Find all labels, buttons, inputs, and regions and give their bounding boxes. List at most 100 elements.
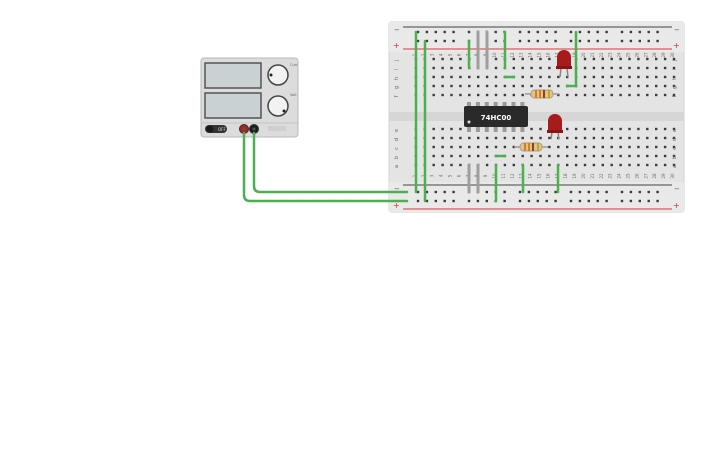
terminal-hole[interactable] xyxy=(468,84,471,88)
rail-bottom-plus-hole[interactable] xyxy=(554,199,557,203)
terminal-hole[interactable] xyxy=(574,163,578,167)
rail-top-plus-hole[interactable] xyxy=(647,39,650,43)
terminal-hole[interactable] xyxy=(485,154,489,158)
terminal-hole[interactable] xyxy=(610,163,613,167)
terminal-hole[interactable] xyxy=(619,84,622,88)
terminal-hole[interactable] xyxy=(512,66,515,70)
terminal-hole[interactable] xyxy=(637,154,640,158)
rail-top-plus-hole[interactable] xyxy=(518,39,522,43)
terminal-hole[interactable] xyxy=(583,75,587,79)
terminal-hole[interactable] xyxy=(432,75,435,79)
terminal-hole[interactable] xyxy=(459,163,462,167)
rail-bottom-minus-hole[interactable] xyxy=(647,190,650,194)
rail-bottom-plus-hole[interactable] xyxy=(578,199,582,203)
rail-top-minus-hole[interactable] xyxy=(545,30,548,34)
terminal-hole[interactable] xyxy=(441,93,444,97)
rail-top-minus-hole[interactable] xyxy=(452,30,455,34)
rail-top-plus-hole[interactable] xyxy=(536,39,539,43)
terminal-hole[interactable] xyxy=(655,84,658,88)
terminal-hole[interactable] xyxy=(672,136,676,140)
terminal-hole[interactable] xyxy=(494,145,498,149)
terminal-hole[interactable] xyxy=(432,145,435,149)
terminal-hole[interactable] xyxy=(601,84,604,88)
rail-top-plus-hole[interactable] xyxy=(587,39,590,43)
terminal-hole[interactable] xyxy=(663,136,667,140)
terminal-hole[interactable] xyxy=(450,84,453,88)
terminal-hole[interactable] xyxy=(530,136,533,140)
rail-top-plus-hole[interactable] xyxy=(605,39,608,43)
rail-bottom-minus-hole[interactable] xyxy=(596,190,599,194)
terminal-hole[interactable] xyxy=(646,145,649,149)
terminal-hole[interactable] xyxy=(557,93,560,97)
terminal-hole[interactable] xyxy=(566,145,569,149)
supply-wire-negative[interactable] xyxy=(242,131,409,203)
rail-bottom-plus-hole[interactable] xyxy=(476,199,480,203)
terminal-hole[interactable] xyxy=(592,57,596,61)
rail-bottom-minus-hole[interactable] xyxy=(578,190,582,194)
terminal-hole[interactable] xyxy=(583,93,587,97)
terminal-hole[interactable] xyxy=(619,66,622,70)
terminal-hole[interactable] xyxy=(672,66,676,70)
rail-bottom-plus-hole[interactable] xyxy=(545,199,548,203)
terminal-hole[interactable] xyxy=(655,145,658,149)
terminal-hole[interactable] xyxy=(663,127,667,131)
terminal-hole[interactable] xyxy=(619,57,622,61)
terminal-hole[interactable] xyxy=(530,66,533,70)
terminal-hole[interactable] xyxy=(592,127,596,131)
terminal-hole[interactable] xyxy=(539,154,542,158)
terminal-hole[interactable] xyxy=(432,57,435,61)
rail-bottom-minus-hole[interactable] xyxy=(434,190,437,194)
terminal-hole[interactable] xyxy=(468,154,471,158)
terminal-hole[interactable] xyxy=(672,57,676,61)
terminal-hole[interactable] xyxy=(557,154,560,158)
rail-bottom-plus-hole[interactable] xyxy=(425,199,429,203)
terminal-hole[interactable] xyxy=(592,154,596,158)
terminal-hole[interactable] xyxy=(672,93,676,97)
power-supply[interactable]: Curr Volt OFF xyxy=(200,57,299,138)
terminal-hole[interactable] xyxy=(441,163,444,167)
rail-top-minus-hole[interactable] xyxy=(605,30,608,34)
rail-top-minus-hole[interactable] xyxy=(416,30,420,34)
terminal-hole[interactable] xyxy=(655,163,658,167)
terminal-hole[interactable] xyxy=(637,127,640,131)
terminal-hole[interactable] xyxy=(672,84,676,88)
terminal-hole[interactable] xyxy=(628,136,631,140)
terminal-hole[interactable] xyxy=(574,145,578,149)
terminal-hole[interactable] xyxy=(548,163,551,167)
terminal-hole[interactable] xyxy=(530,154,533,158)
rail-bottom-minus-hole[interactable] xyxy=(518,190,522,194)
rail-top-plus-hole[interactable] xyxy=(494,39,497,43)
terminal-hole[interactable] xyxy=(557,75,560,79)
terminal-hole[interactable] xyxy=(512,84,515,88)
rail-bottom-plus-hole[interactable] xyxy=(452,199,455,203)
terminal-hole[interactable] xyxy=(468,145,471,149)
terminal-hole[interactable] xyxy=(566,93,569,97)
terminal-hole[interactable] xyxy=(566,154,569,158)
terminal-hole[interactable] xyxy=(530,75,533,79)
terminal-hole[interactable] xyxy=(494,84,498,88)
terminal-hole[interactable] xyxy=(646,163,649,167)
terminal-hole[interactable] xyxy=(521,84,524,88)
terminal-hole[interactable] xyxy=(663,93,667,97)
terminal-hole[interactable] xyxy=(441,127,444,131)
terminal-hole[interactable] xyxy=(592,66,596,70)
terminal-hole[interactable] xyxy=(557,84,560,88)
terminal-hole[interactable] xyxy=(432,84,435,88)
terminal-hole[interactable] xyxy=(450,136,453,140)
rail-top-plus-hole[interactable] xyxy=(578,39,582,43)
terminal-hole[interactable] xyxy=(539,163,542,167)
rail-top-minus-hole[interactable] xyxy=(527,30,531,34)
rail-top-plus-hole[interactable] xyxy=(569,39,573,43)
terminal-hole[interactable] xyxy=(512,154,515,158)
terminal-hole[interactable] xyxy=(637,57,640,61)
terminal-hole[interactable] xyxy=(459,145,462,149)
terminal-hole[interactable] xyxy=(583,145,587,149)
terminal-hole[interactable] xyxy=(610,127,613,131)
rail-top-plus-hole[interactable] xyxy=(416,39,420,43)
terminal-hole[interactable] xyxy=(672,127,676,131)
rail-bottom-plus-hole[interactable] xyxy=(587,199,590,203)
rail-top-plus-hole[interactable] xyxy=(545,39,548,43)
terminal-hole[interactable] xyxy=(503,163,507,167)
terminal-hole[interactable] xyxy=(539,127,542,131)
terminal-hole[interactable] xyxy=(432,93,435,97)
